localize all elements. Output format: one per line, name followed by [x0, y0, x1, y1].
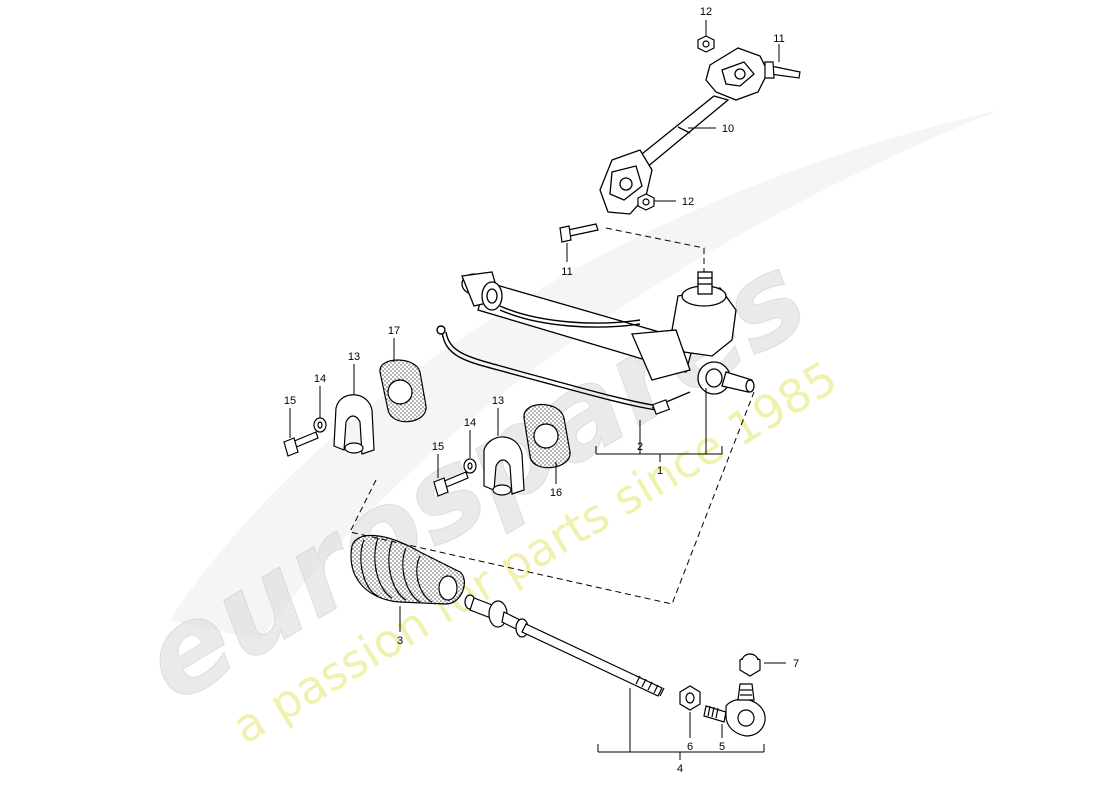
- bolt-left: [283, 431, 319, 457]
- cap-nut: [739, 653, 761, 677]
- hydraulic-line-fitting: [651, 399, 671, 415]
- callout-12-upper: 12: [700, 6, 712, 18]
- callout-6: 6: [687, 741, 693, 753]
- shaft-nut-upper: [697, 35, 715, 53]
- bushing-left: [379, 359, 427, 423]
- shaft-tube: [630, 95, 730, 169]
- assembly-dashed-lines: [349, 227, 755, 605]
- leader-lines: [289, 20, 786, 760]
- callout-16: 16: [550, 487, 562, 499]
- tie-rod-thread: [635, 675, 665, 697]
- washer-right: [463, 458, 477, 474]
- lock-nut: [679, 685, 701, 711]
- callout-14-right: 14: [464, 417, 476, 429]
- callout-labels: 12 11 10 12 11 17 13 14 15 13 14 15 16 2…: [284, 6, 799, 775]
- shaft-nut-lower: [637, 193, 655, 211]
- bellows-boot: [350, 534, 465, 605]
- callout-5: 5: [719, 741, 725, 753]
- callout-14-left: 14: [314, 373, 326, 385]
- callout-1: 1: [657, 465, 663, 477]
- watermark-swoosh: [170, 110, 1000, 640]
- bushing-right: [523, 404, 571, 469]
- washer-left: [313, 417, 327, 433]
- callout-17: 17: [388, 325, 400, 337]
- callout-11-upper: 11: [773, 33, 784, 45]
- clamp-right: [483, 436, 525, 496]
- tie-rod: [464, 594, 665, 697]
- callout-15-right: 15: [432, 441, 444, 453]
- callout-12-lower: 12: [682, 196, 694, 208]
- steering-shaft: [599, 47, 769, 215]
- callout-7: 7: [793, 658, 799, 670]
- callout-3: 3: [397, 635, 403, 647]
- callout-13-left: 13: [348, 351, 360, 363]
- callout-10: 10: [722, 123, 734, 135]
- callout-4: 4: [677, 763, 683, 775]
- shaft-bolt-lower: [559, 223, 599, 243]
- callout-15-left: 15: [284, 395, 296, 407]
- callout-2: 2: [637, 441, 643, 453]
- tie-rod-end: [703, 683, 766, 737]
- callout-13-right: 13: [492, 395, 504, 407]
- bolt-right: [433, 471, 469, 497]
- clamp-left: [333, 394, 375, 455]
- shaft-bolt-upper: [764, 61, 801, 79]
- callout-11-lower: 11: [561, 266, 572, 278]
